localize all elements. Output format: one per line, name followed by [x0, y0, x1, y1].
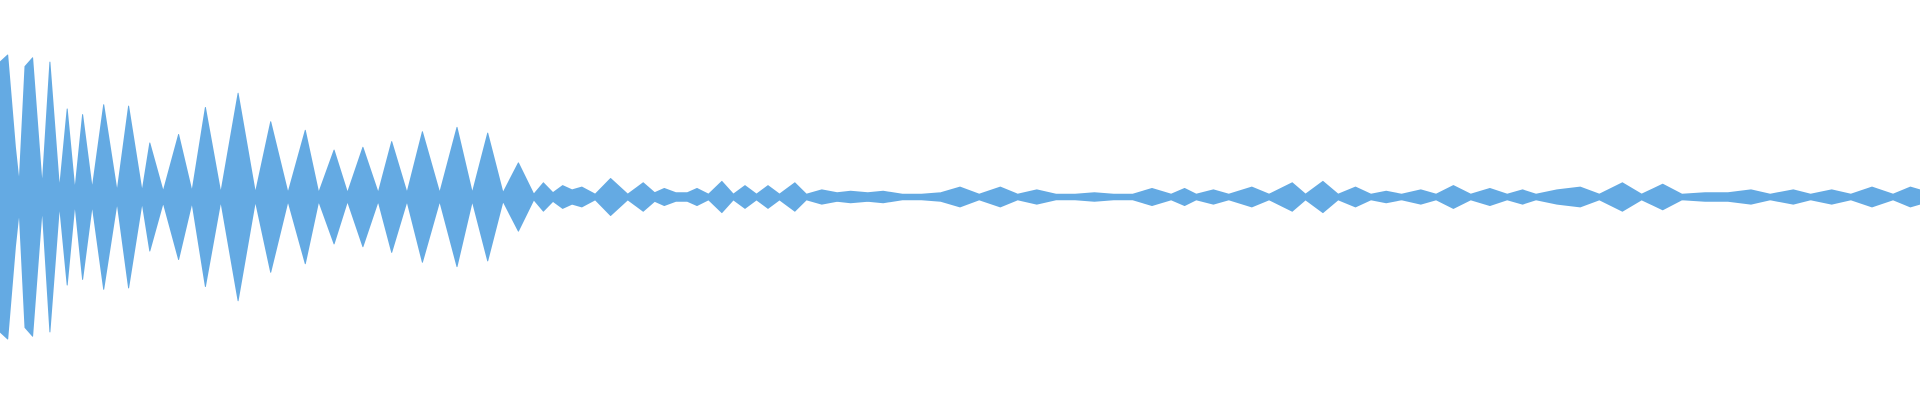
waveform-shape	[0, 54, 1920, 340]
